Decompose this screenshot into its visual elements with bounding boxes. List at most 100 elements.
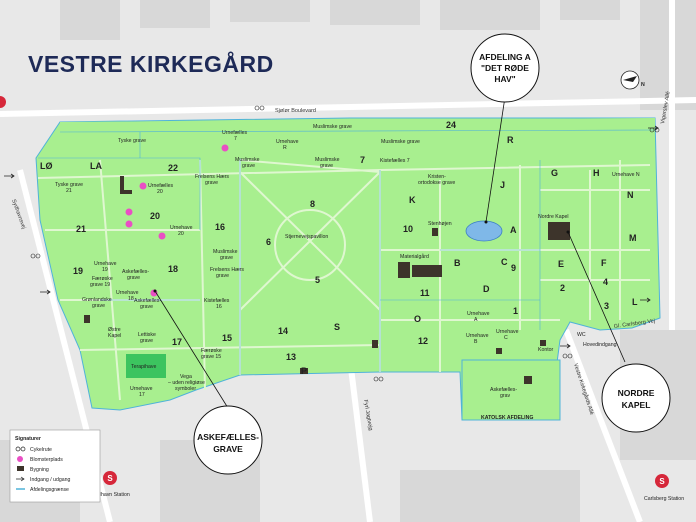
- svg-text:WC: WC: [577, 332, 586, 338]
- section-17: 17: [172, 337, 182, 347]
- road-label-sjolor: Sjølør Boulevard: [275, 108, 316, 114]
- section-11: 11: [420, 288, 430, 298]
- section-8: 8: [310, 199, 315, 209]
- svg-text:20: 20: [157, 189, 163, 195]
- svg-text:Urnehave: Urnehave: [467, 311, 490, 317]
- svg-text:17: 17: [139, 392, 145, 398]
- svg-text:C: C: [504, 335, 508, 341]
- section-12: 12: [418, 336, 428, 346]
- section-1: 1: [513, 306, 518, 316]
- svg-text:Muslimske grave: Muslimske grave: [313, 124, 352, 130]
- svg-text:Kristen-: Kristen-: [428, 174, 446, 180]
- section-lo: LØ: [40, 161, 53, 171]
- svg-text:S: S: [107, 474, 113, 483]
- svg-text:Urnehave: Urnehave: [466, 333, 489, 339]
- svg-text:Indgang / udgang: Indgang / udgang: [30, 477, 71, 483]
- section-d: D: [483, 284, 490, 294]
- svg-text:Urnehave: Urnehave: [130, 386, 153, 392]
- bike-icon: [15, 446, 21, 452]
- section-14: 14: [278, 326, 288, 336]
- svg-text:Muslimske: Muslimske: [315, 157, 340, 163]
- building-icon: [17, 466, 24, 471]
- arrow-icon: [16, 476, 25, 482]
- section-la: LA: [90, 161, 102, 171]
- road-label-carlsberg: Gl. Carlsberg Vej: [613, 318, 655, 330]
- station-sydhavn[interactable]: S Sydhavn Station: [92, 471, 130, 498]
- svg-text:Grønlandske: Grønlandske: [82, 297, 112, 303]
- svg-text:Frelsens Hærs: Frelsens Hærs: [210, 267, 244, 273]
- legend-item-indgang: Indgang / udgang: [16, 476, 71, 483]
- bike-icon: [30, 253, 36, 259]
- svg-text:Frelsens Hærs: Frelsens Hærs: [195, 174, 229, 180]
- section-20: 20: [150, 211, 160, 221]
- svg-text:Færøske: Færøske: [92, 276, 113, 282]
- road-label-vigerslev: Vigerslev Allé: [660, 91, 672, 124]
- svg-text:B: B: [474, 339, 478, 345]
- svg-text:Stenhøjen: Stenhøjen: [428, 221, 452, 227]
- svg-text:Bygning: Bygning: [30, 467, 49, 473]
- svg-text:GRAVE: GRAVE: [213, 444, 243, 454]
- svg-text:Vega: Vega: [180, 374, 192, 380]
- svg-text:grave: grave: [220, 255, 233, 261]
- section-n: N: [627, 190, 634, 200]
- road-label-fyrl: Fyrl Jagtvejg: [362, 399, 373, 431]
- svg-text:Carlsberg Station: Carlsberg Station: [644, 496, 684, 502]
- section-c: C: [501, 257, 508, 267]
- north-arrow-icon: N: [620, 70, 645, 90]
- svg-text:Askefælles-: Askefælles-: [134, 298, 161, 304]
- svg-text:A: A: [474, 317, 478, 323]
- svg-text:AFDELING A: AFDELING A: [479, 52, 531, 62]
- svg-text:NORDRE: NORDRE: [618, 388, 655, 398]
- svg-text:Østre: Østre: [108, 327, 121, 333]
- entrance-label: Hovedindgang: [583, 342, 617, 348]
- entrance-arrow-icon: [640, 297, 651, 303]
- svg-text:grave 15: grave 15: [201, 354, 221, 360]
- svg-text:Afdelingsgrænse: Afdelingsgrænse: [30, 487, 69, 493]
- section-9: 9: [511, 263, 516, 273]
- svg-text:grave 19: grave 19: [90, 282, 110, 288]
- svg-text:grave: grave: [242, 163, 255, 169]
- section-5: 5: [315, 275, 320, 285]
- callout-nordre-kapel[interactable]: NORDRE KAPEL: [601, 363, 671, 433]
- section-r: R: [507, 135, 514, 145]
- section-e: E: [558, 259, 564, 269]
- svg-text:Blomsterplads: Blomsterplads: [30, 457, 63, 463]
- entrance-arrow-icon: [560, 343, 571, 349]
- svg-text:18: 18: [128, 296, 134, 302]
- bike-icon: [562, 353, 568, 359]
- section-k: K: [409, 195, 416, 205]
- section-j: J: [500, 180, 505, 190]
- pavilion-ring: [274, 209, 346, 281]
- section-b: B: [454, 258, 461, 268]
- svg-text:Askefælles-: Askefælles-: [490, 387, 517, 393]
- station-icon: [103, 471, 117, 485]
- svg-text:– uden religiøse: – uden religiøse: [168, 380, 205, 386]
- svg-text:HAV": HAV": [494, 74, 515, 84]
- label-tyske-grave: Tyske grave: [118, 138, 146, 144]
- callout-askefaelles[interactable]: ASKEFÆLLES- GRAVE: [193, 405, 263, 475]
- svg-text:Urnehave: Urnehave: [170, 225, 193, 231]
- svg-text:Signaturer: Signaturer: [15, 436, 41, 442]
- station-carlsberg[interactable]: S Carlsberg Station: [644, 474, 684, 502]
- bike-icon: [373, 376, 379, 382]
- svg-text:20: 20: [178, 231, 184, 237]
- svg-text:Askefælles-: Askefælles-: [122, 269, 149, 275]
- svg-text:KATOLSK AFDELING: KATOLSK AFDELING: [481, 415, 533, 421]
- svg-text:Færøske: Færøske: [201, 348, 222, 354]
- bike-icon: [649, 127, 655, 133]
- svg-text:Muslimske grave: Muslimske grave: [381, 139, 420, 145]
- svg-text:grave: grave: [140, 338, 153, 344]
- entrance-arrow-icon: [40, 289, 51, 295]
- svg-text:grave: grave: [205, 180, 218, 186]
- flower-icon: [17, 456, 23, 462]
- section-a: A: [510, 225, 517, 235]
- section-s: S: [334, 322, 340, 332]
- section-10: 10: [403, 224, 413, 234]
- section-15: 15: [222, 333, 232, 343]
- callout-afdeling-a[interactable]: AFDELING A "DET RØDE HAV": [470, 33, 540, 103]
- section-6: 6: [266, 237, 271, 247]
- svg-text:Urnehave: Urnehave: [116, 290, 139, 296]
- buildings: [84, 176, 570, 384]
